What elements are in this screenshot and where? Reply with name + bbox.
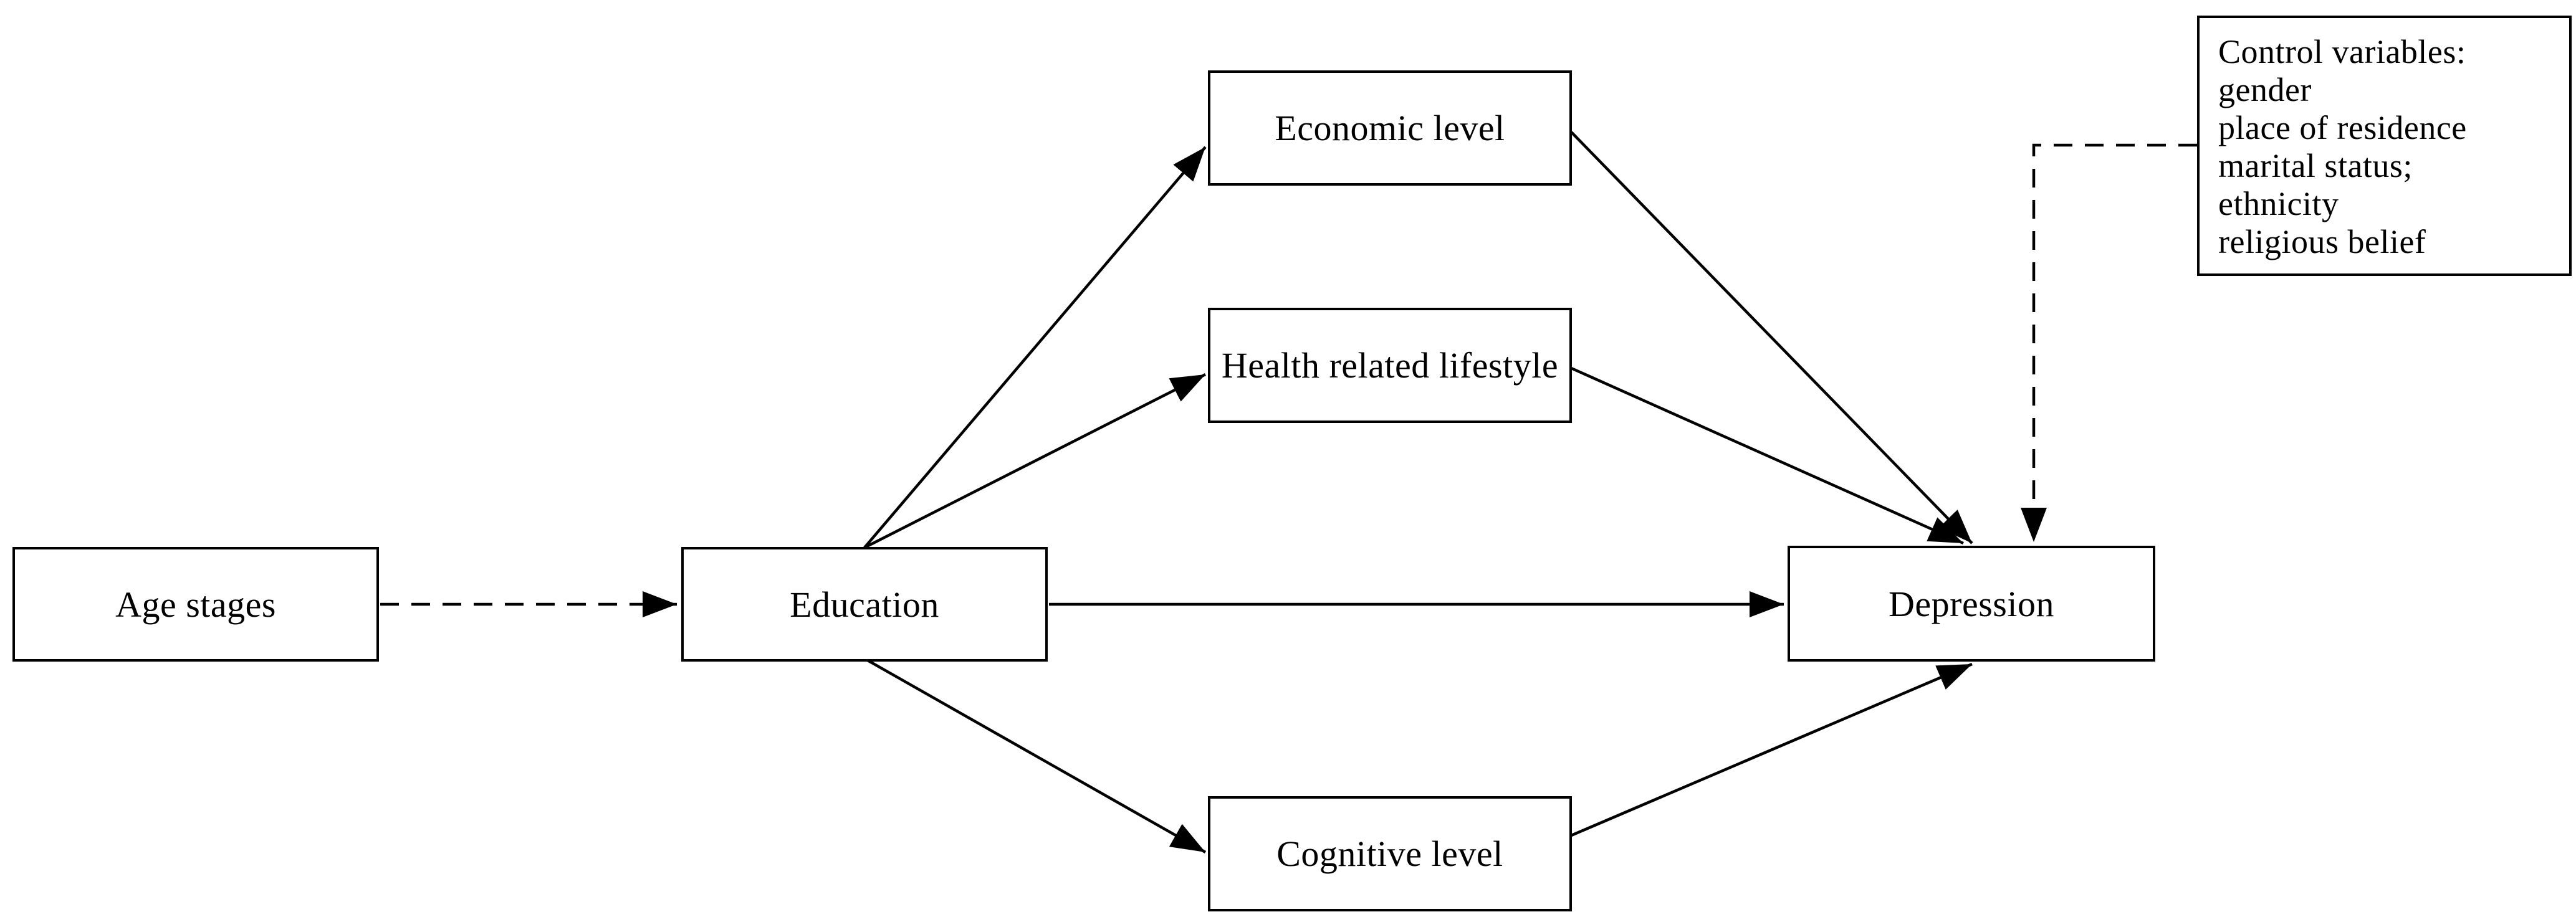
- node-economic-level: Economic level: [1208, 70, 1572, 186]
- node-cognitive-level: Cognitive level: [1208, 796, 1572, 911]
- node-control-variables: Control variables: gender place of resid…: [2197, 16, 2572, 276]
- control-variable-place-of-residence: place of residence: [2218, 109, 2467, 146]
- edge-education-to-economic-arrow: [863, 146, 1207, 549]
- node-age-stages-label: Age stages: [115, 584, 276, 625]
- node-health-related-lifestyle: Health related lifestyle: [1208, 308, 1572, 423]
- node-age-stages: Age stages: [12, 547, 379, 662]
- control-variables-title: Control variables:: [2218, 33, 2466, 70]
- edge-education-to-cognitive-arrow: [866, 659, 1207, 853]
- edge-education-to-health-arrow: [863, 373, 1207, 549]
- control-variable-religious-belief: religious belief: [2218, 223, 2426, 260]
- node-education-label: Education: [790, 584, 939, 625]
- node-economic-level-label: Economic level: [1275, 108, 1505, 148]
- edge-cognitive-to-depression-arrow: [1571, 662, 1973, 837]
- control-variable-ethnicity: ethnicity: [2218, 185, 2339, 222]
- node-depression: Depression: [1788, 546, 2155, 662]
- node-depression-label: Depression: [1889, 583, 2054, 624]
- edge-control-variables-to-depression-arrow: [2021, 143, 2197, 542]
- node-education: Education: [681, 547, 1048, 662]
- edge-economic-to-depression-arrow: [1570, 131, 1973, 544]
- node-health-related-lifestyle-label: Health related lifestyle: [1221, 345, 1559, 386]
- edge-health-to-depression-arrow: [1571, 366, 1964, 545]
- control-variable-marital-status: marital status;: [2218, 147, 2413, 184]
- control-variable-gender: gender: [2218, 71, 2312, 108]
- node-cognitive-level-label: Cognitive level: [1276, 834, 1503, 874]
